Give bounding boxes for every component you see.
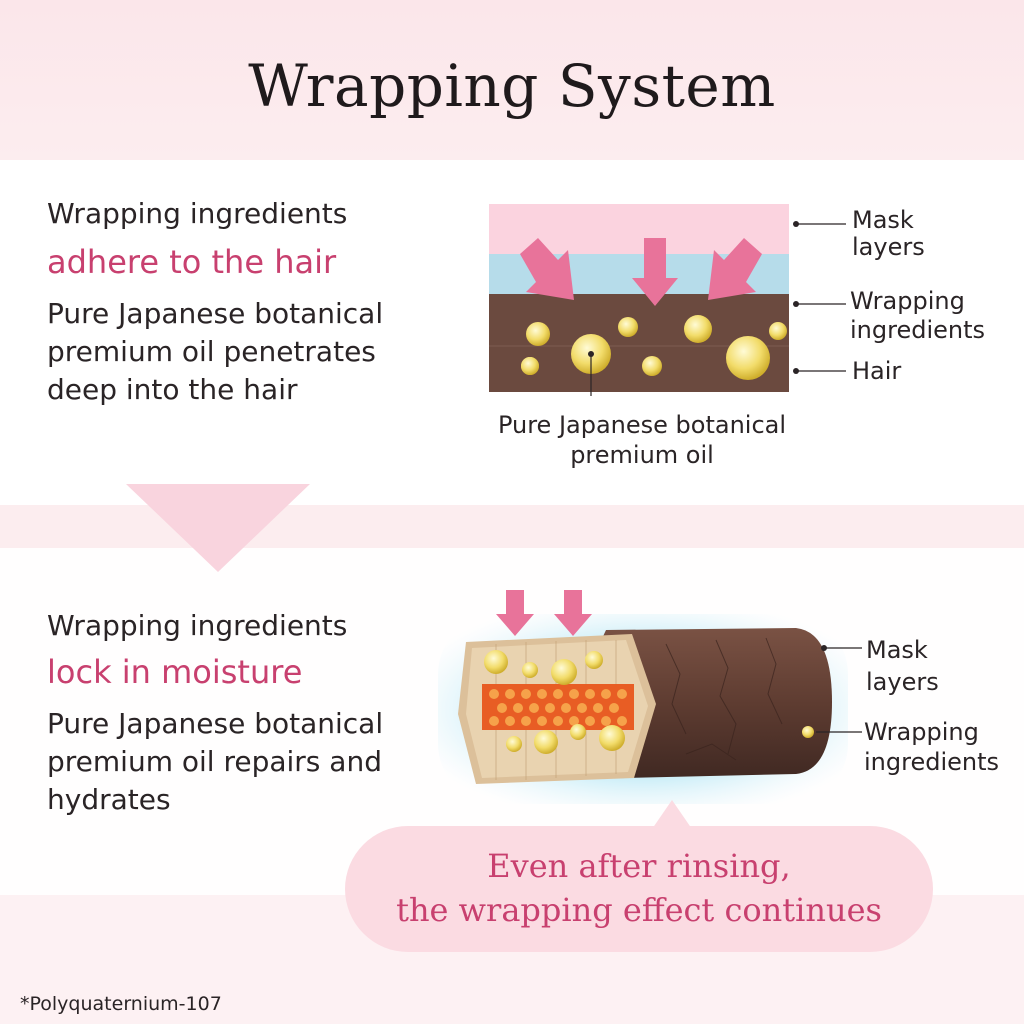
oil-droplets xyxy=(521,315,787,380)
section1-desc-3: deep into the hair xyxy=(47,373,298,406)
label2-wrapping-2: ingredients xyxy=(864,748,1000,776)
layer-diagram xyxy=(489,204,846,396)
label-hair: Hair xyxy=(852,357,902,385)
transition-arrow-icon xyxy=(126,484,310,572)
hair-strand-diagram xyxy=(438,590,862,804)
section1-desc-2: premium oil penetrates xyxy=(47,335,376,368)
label-wrapping-1: Wrapping xyxy=(850,287,965,315)
callout-line-2: the wrapping effect continues xyxy=(396,891,882,929)
label2-mask-1: Mask xyxy=(866,636,928,664)
label-wrapping-2: ingredients xyxy=(850,316,986,344)
footnote: *Polyquaternium-107 xyxy=(20,993,222,1015)
section2-desc-1: Pure Japanese botanical xyxy=(47,707,384,740)
section2-line1: Wrapping ingredients xyxy=(47,609,348,642)
section1-highlight: adhere to the hair xyxy=(47,243,337,281)
down-arrow-icons xyxy=(520,238,762,306)
section2-desc-2: premium oil repairs and xyxy=(47,745,382,778)
bubble-pointer xyxy=(650,800,694,832)
label2-mask-2: layers xyxy=(866,668,939,696)
callout-text: Even after rinsing, the wrapping effect … xyxy=(345,844,933,932)
section1-line1: Wrapping ingredients xyxy=(47,197,348,230)
header-band xyxy=(0,0,1024,160)
label-mask-1: Mask xyxy=(852,206,914,234)
section1-desc-1: Pure Japanese botanical xyxy=(47,297,384,330)
label-mask-2: layers xyxy=(852,233,925,261)
callout-bubble xyxy=(345,826,933,952)
down-arrow-icons-2 xyxy=(496,590,592,636)
label2-wrapping-1: Wrapping xyxy=(864,718,979,746)
callout-line-1: Even after rinsing, xyxy=(487,847,791,885)
section2-desc-3: hydrates xyxy=(47,783,171,816)
caption-oil-2: premium oil xyxy=(570,441,714,469)
page-title: Wrapping System xyxy=(248,52,776,120)
caption-oil-1: Pure Japanese botanical xyxy=(497,411,787,439)
section2-highlight: lock in moisture xyxy=(47,653,303,691)
